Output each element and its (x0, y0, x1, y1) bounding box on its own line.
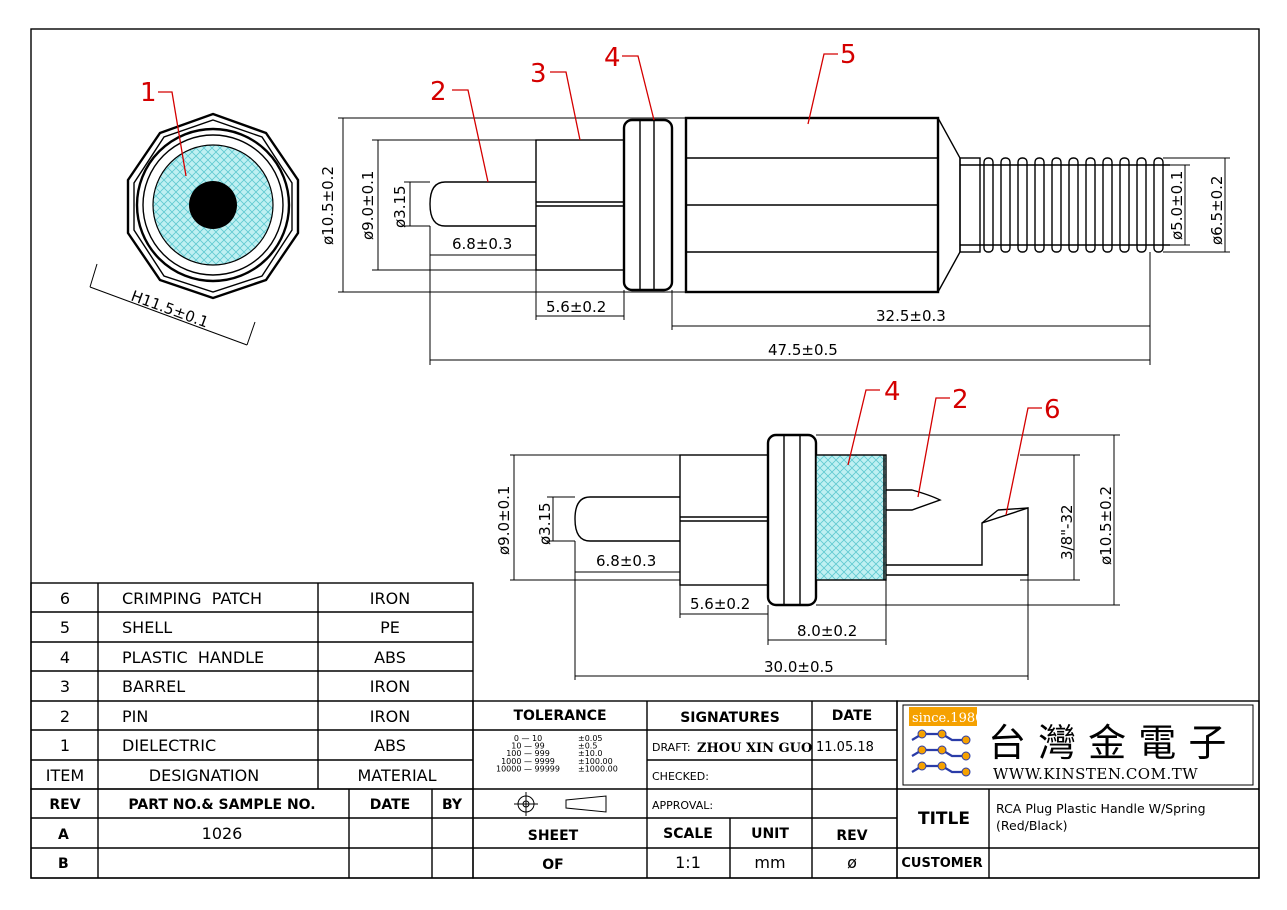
callout-1: 1 (140, 78, 157, 108)
part-material: IRON (370, 707, 410, 726)
rev-header-by: BY (442, 797, 463, 813)
unit-value: mm (754, 853, 785, 872)
date-title: DATE (832, 708, 872, 724)
part-item: 4 (60, 648, 70, 667)
dim-b-l80: 8.0±0.2 (797, 622, 857, 640)
callout-2b: 2 (952, 385, 969, 415)
spring-coils (983, 157, 1164, 253)
callout-4: 4 (604, 43, 621, 73)
rev-b: B (58, 856, 69, 872)
sheet-label: SHEET (528, 828, 579, 844)
scale-value: 1:1 (675, 853, 701, 872)
tolerance-range: 10000 — 99999 (496, 764, 560, 773)
scale-label: SCALE (663, 826, 713, 842)
side-view: ø10.5±0.2 ø9.0±0.1 ø3.15 6.8±0.3 5.6±0.2… (319, 40, 1230, 365)
dim-l56: 5.6±0.2 (546, 298, 606, 316)
rev-label: REV (836, 828, 867, 844)
dim-d105: ø10.5±0.2 (319, 166, 337, 245)
dim-l475: 47.5±0.5 (768, 341, 838, 359)
part-material: IRON (370, 589, 410, 608)
dim-l325: 32.5±0.3 (876, 307, 946, 325)
rev-header-rev: REV (49, 797, 80, 813)
tolerance-title: TOLERANCE (513, 708, 606, 724)
tolerance-range: 100 — 999 (506, 749, 550, 758)
part-item: 2 (60, 707, 70, 726)
revision-table: REV PART NO.& SAMPLE NO. DATE BY A 1026 … (30, 788, 474, 879)
tolerance-value: ±100.00 (578, 757, 613, 766)
parts-header-designation: DESIGNATION (149, 766, 259, 785)
draft-label: DRAFT: (652, 741, 691, 754)
title-line-1: RCA Plug Plastic Handle W/Spring (996, 801, 1206, 816)
rev-a-part: 1026 (202, 824, 243, 843)
dim-b-l68: 6.8±0.3 (596, 552, 656, 570)
callout-6: 6 (1044, 395, 1061, 425)
part-designation: PIN (122, 707, 148, 726)
section-view: ø9.0±0.1 ø3.15 6.8±0.3 5.6±0.2 8.0±0.2 3… (495, 377, 1120, 680)
draft-name: ZHOU XIN GUO (697, 741, 812, 756)
dim-d65: ø6.5±0.2 (1208, 176, 1226, 245)
dim-d315: ø3.15 (391, 185, 409, 228)
approval-label: APPROVAL: (652, 799, 713, 812)
parts-header-material: MATERIAL (357, 766, 436, 785)
dim-l68: 6.8±0.3 (452, 235, 512, 253)
title-label: TITLE (918, 809, 970, 829)
parts-table: 6 CRIMPING PATCH IRON 5 SHELL PE 4 PLASTIC HAND… (30, 582, 474, 790)
part-designation: BARREL (122, 677, 185, 696)
parts-header-item: ITEM (46, 766, 84, 785)
of-label: OF (542, 857, 563, 873)
part-item: 3 (60, 677, 70, 696)
part-item: 1 (60, 736, 70, 755)
customer-label: CUSTOMER (901, 856, 982, 871)
callout-2: 2 (430, 77, 447, 107)
title-line-2: (Red/Black) (996, 818, 1068, 833)
checked-label: CHECKED: (652, 770, 709, 783)
tolerance-value: ±10.0 (578, 749, 603, 758)
part-designation: CRIMPING PATCH (122, 589, 262, 608)
callout-5: 5 (840, 40, 857, 70)
part-item: 5 (60, 618, 70, 637)
part-material: PE (380, 618, 400, 637)
dim-d50: ø5.0±0.1 (1168, 171, 1186, 240)
callout-4b: 4 (884, 377, 901, 407)
rev-value: ø (847, 853, 857, 872)
rev-header-part: PART NO.& SAMPLE NO. (128, 797, 315, 813)
part-material: ABS (374, 736, 406, 755)
part-designation: SHELL (122, 618, 172, 637)
company-block: since.1980 台 灣 金 電 子 WWW.KINSTEN.COM.TW … (896, 700, 1260, 879)
company-url: WWW.KINSTEN.COM.TW (993, 765, 1198, 783)
end-view: H11.5±0.1 1 (89, 78, 300, 346)
part-designation: PLASTIC HANDLE (122, 648, 264, 667)
dim-b-d105: ø10.5±0.2 (1097, 486, 1115, 565)
tolerance-range: 0 — 10 (514, 734, 542, 743)
company-since: since.1980 (912, 711, 983, 726)
rev-a: A (58, 827, 69, 843)
unit-label: UNIT (751, 826, 789, 842)
title-block: TOLERANCE 0 — 10 ±0.05 10 — 99 ±0.5 100 — 99… (472, 700, 898, 879)
dim-d90: ø9.0±0.1 (359, 171, 377, 240)
dim-b-thread: 3/8"-32 (1058, 504, 1076, 560)
part-designation: DIELECTRIC (122, 736, 216, 755)
company-logo: since.1980 (909, 707, 983, 777)
dim-b-l300: 30.0±0.5 (764, 658, 834, 676)
part-material: IRON (370, 677, 410, 696)
draft-date: 11.05.18 (816, 740, 874, 755)
part-material: ABS (374, 648, 406, 667)
tolerance-value: ±1000.00 (578, 764, 618, 773)
company-name: 台 灣 金 電 子 (988, 721, 1226, 765)
rev-header-date: DATE (370, 797, 410, 813)
tolerance-value: ±0.5 (578, 742, 597, 751)
callout-3: 3 (530, 59, 547, 89)
signatures-title: SIGNATURES (680, 710, 780, 726)
tolerance-value: ±0.05 (578, 734, 603, 743)
tolerance-range: 10 — 99 (511, 742, 544, 751)
part-item: 6 (60, 589, 70, 608)
dim-b-d90: ø9.0±0.1 (495, 486, 513, 555)
dim-b-d315: ø3.15 (536, 502, 554, 545)
dim-b-l56: 5.6±0.2 (690, 595, 750, 613)
tolerance-range: 1000 — 9999 (501, 757, 555, 766)
